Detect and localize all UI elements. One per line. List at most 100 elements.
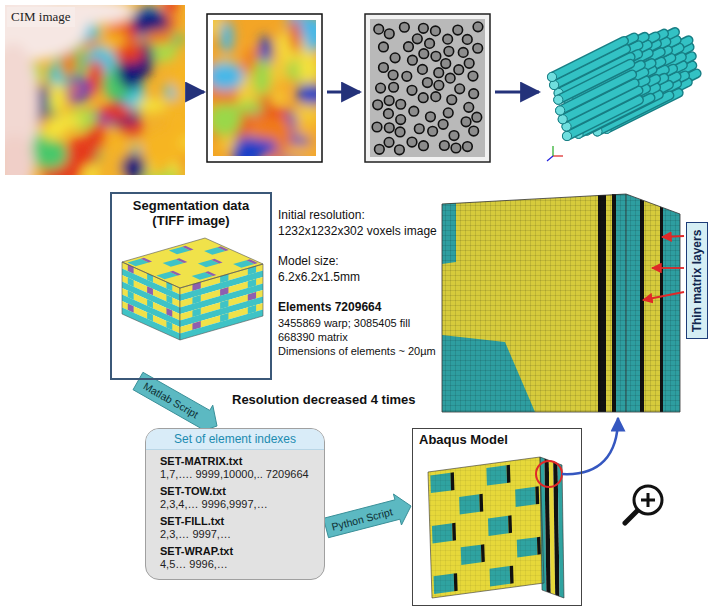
node-label: Thin matrix layers — [690, 229, 704, 332]
file-name: SET-WRAP.txt — [146, 540, 324, 557]
fibre-outline — [552, 41, 624, 77]
model-info: Model size: — [278, 254, 339, 268]
fibre-section — [464, 59, 474, 69]
block-edge — [122, 238, 263, 288]
layer-patch — [205, 271, 216, 276]
magnifier-lens — [634, 486, 662, 514]
heat-blob — [100, 104, 133, 121]
index-list: 4,5… 9996,… — [146, 557, 324, 579]
fibre-section — [389, 82, 399, 92]
layer-patch — [246, 259, 257, 264]
fibre-section — [384, 96, 394, 106]
index-list: 2,3,… 9997,… — [146, 527, 324, 540]
fibre-section — [426, 112, 436, 122]
script-arrow — [133, 372, 217, 433]
model-mesh — [428, 457, 544, 598]
fibre-section — [458, 48, 468, 58]
fibre-section — [379, 63, 389, 73]
heat-blob — [121, 154, 146, 175]
fibre-section — [408, 55, 418, 65]
heat-blob — [143, 138, 154, 154]
matrix-ground — [370, 19, 485, 157]
fibre-section — [455, 84, 465, 94]
input-box: Segmentation data (TIFF image) — [110, 192, 272, 380]
heat-blob — [89, 59, 104, 94]
fibre-section — [440, 141, 450, 151]
heat-blob — [171, 61, 185, 98]
fibre-section — [449, 131, 459, 141]
fibre-section — [384, 109, 394, 119]
model-info: Initial resolution: — [278, 208, 365, 222]
fibre-section — [425, 39, 435, 49]
fibre-section — [375, 145, 385, 155]
fibre-section — [384, 123, 394, 133]
fibre-section — [395, 145, 405, 155]
heat-blob — [49, 114, 84, 127]
fibre-section — [472, 112, 482, 122]
axis-x — [553, 155, 563, 156]
fibre-section — [463, 142, 473, 152]
fibre-section — [444, 46, 454, 56]
fibre-section — [407, 86, 417, 96]
heatmap-image — [5, 5, 185, 175]
magnifier-handle — [625, 510, 638, 523]
heat-blob — [298, 50, 316, 85]
heat-blob — [213, 62, 244, 90]
flow-arrow — [327, 91, 360, 94]
abaqus-model-image — [428, 457, 564, 598]
fibre-end — [556, 106, 565, 115]
callout-arrow — [643, 292, 684, 300]
script-arrow — [323, 494, 411, 538]
fibre-section — [451, 143, 461, 153]
heat-blob — [118, 123, 145, 136]
flow-arrow — [188, 91, 204, 94]
heat-blob — [232, 137, 261, 156]
mesh-zoom-image — [442, 194, 680, 412]
heat-blob — [68, 83, 81, 95]
heat-blob — [290, 20, 301, 53]
block-layer — [122, 308, 180, 341]
fibre-section — [372, 122, 382, 132]
node-label: Abaqus Model — [413, 429, 581, 450]
segmentation-block — [122, 238, 263, 340]
model-box: Abaqus Model — [412, 428, 582, 606]
fibre-bundle — [547, 32, 696, 141]
fibre-end — [558, 115, 567, 124]
heat-blob — [136, 99, 167, 113]
fibre-section — [464, 103, 474, 113]
mesh-edge — [626, 194, 627, 412]
fibre-section — [469, 89, 479, 99]
fibre-section — [431, 92, 441, 102]
fibre-section — [419, 49, 429, 59]
layer-patch — [141, 258, 152, 263]
fibre-section — [443, 108, 453, 118]
callout-arrow — [652, 267, 684, 269]
flow-arrow — [495, 91, 539, 94]
fibre-section — [379, 42, 389, 52]
model-info: 668390 matrix — [278, 331, 348, 343]
fibre-end — [562, 131, 571, 140]
heat-blob — [114, 44, 144, 63]
fibre-section — [431, 52, 441, 62]
model-info: 1232x1232x302 voxels image — [278, 224, 437, 238]
block-layer — [180, 310, 263, 341]
model-info: Dimensions of elements ~ 20µm — [278, 345, 436, 357]
layer-patch — [176, 258, 187, 263]
fibre-section — [419, 141, 429, 151]
heat-blob — [164, 5, 178, 16]
fibre-section — [407, 137, 417, 147]
fibre-section — [447, 95, 457, 105]
fibre-section — [473, 22, 483, 32]
file-name: SET-MATRIX.txt — [146, 450, 324, 467]
fibre-section — [453, 25, 463, 35]
heat-blob — [66, 77, 90, 103]
fibre-end — [554, 95, 563, 104]
image-frame — [365, 14, 490, 162]
fibre-section — [402, 72, 412, 82]
heat-blob — [170, 161, 182, 173]
fibre-section — [461, 117, 471, 127]
heat-fade — [5, 135, 35, 175]
image-panel: CIM image — [5, 5, 185, 175]
heatmap-blobs — [5, 5, 185, 175]
fibre-section — [418, 65, 428, 75]
